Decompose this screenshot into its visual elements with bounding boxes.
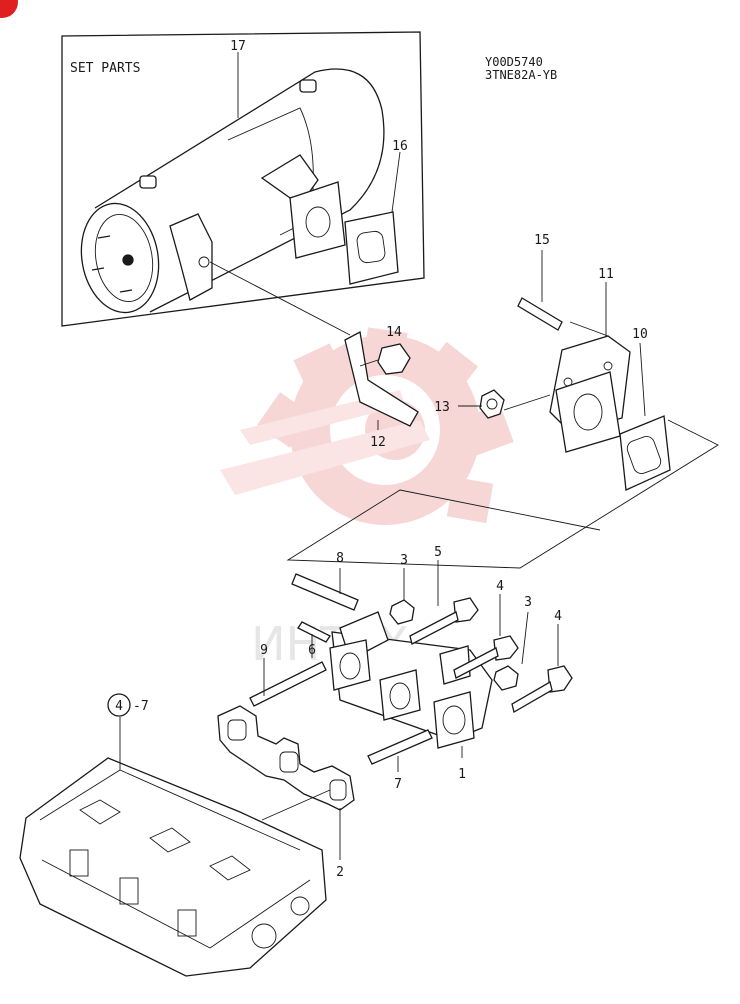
callout-15: 15 [534,233,550,248]
elbow-flange-11 [549,335,631,453]
bolt-4-right [511,665,573,713]
gasket-10 [619,415,671,491]
callout-14: 14 [386,325,402,340]
cylinder-head [19,757,327,977]
corner-badge [0,0,18,18]
callout-17: 17 [230,39,246,54]
watermark-logo [220,327,514,525]
callout-8: 8 [336,551,344,566]
muffler-assembly [80,68,399,314]
callout-1: 1 [458,767,466,782]
callout-12: 12 [370,435,386,450]
callout-5: 5 [434,545,442,560]
callout-13: 13 [434,400,450,415]
callout-4-mid: 4 [496,579,504,594]
exhaust-manifold-1 [329,611,493,749]
group-ref-number: 4 [115,699,123,714]
stud-15 [517,297,563,331]
callout-10: 10 [632,327,648,342]
group-ref-circle [107,693,131,717]
stud-8 [291,573,359,611]
stud-6 [297,621,331,643]
bolt-4-mid [453,635,519,679]
callout-3-top: 3 [400,553,408,568]
gasket-16 [344,211,399,285]
model-code: 3TNE82A-YB [485,68,557,82]
callout-6: 6 [308,643,316,658]
callout-labels: 1 2 3 3 4 4 5 6 7 8 9 10 11 12 13 14 15 … [230,39,648,880]
callout-7: 7 [394,777,402,792]
callout-9: 9 [260,643,268,658]
callout-2: 2 [336,865,344,880]
nut-3-right [493,665,519,691]
gasket-2 [217,705,355,811]
bolt-5 [409,597,479,645]
stud-7 [367,729,433,765]
callout-3-right: 3 [524,595,532,610]
set-parts-frame [61,31,425,327]
drawing-code: Y00D5740 [485,55,543,69]
group-ref-suffix: -7 [133,699,149,714]
nut-13 [479,389,505,419]
bolt-14 [359,343,411,375]
callout-4-right: 4 [554,609,562,624]
callout-16: 16 [392,139,408,154]
callout-11: 11 [598,267,614,282]
bracket-12 [344,331,419,427]
stud-9 [249,661,327,707]
set-parts-label: SET PARTS [70,61,140,76]
